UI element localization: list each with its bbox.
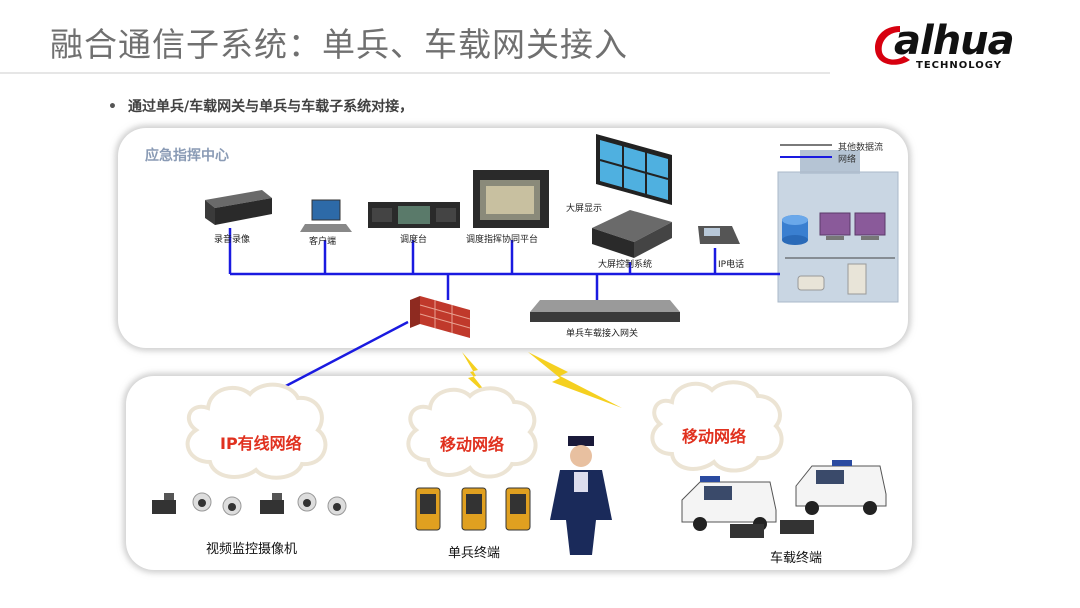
screen-controller-icon — [592, 210, 672, 258]
bullet-text: 通过单兵/车载网关与单兵与车载子系统对接， — [128, 99, 414, 115]
bullet-dot-icon: • — [108, 99, 117, 115]
recorder-label: 录音录像 — [214, 235, 251, 245]
camera-row-icon — [152, 492, 347, 516]
dispatch-platform-icon — [473, 170, 549, 228]
logo-swoosh-icon — [875, 26, 910, 65]
dahua-logo: alhua TECHNOLOGY — [870, 18, 1050, 78]
lightning-icon — [462, 352, 622, 408]
police-officer-icon — [550, 436, 612, 555]
handheld-terminal-icon — [415, 487, 531, 531]
gateway-icon — [530, 300, 680, 322]
network-bus — [228, 228, 780, 390]
client-pc-icon — [300, 199, 352, 232]
command-center-panel — [118, 128, 908, 348]
firewall-icon — [410, 296, 471, 338]
ip-wired-cloud-icon — [185, 382, 328, 480]
logo-tagline: TECHNOLOGY — [916, 60, 1002, 71]
legend-network-label: 网络 — [838, 155, 857, 165]
recorder-icon — [205, 190, 272, 225]
vehicle-terminal-label: 车载终端 — [770, 551, 823, 566]
bullet-point: • 通过单兵/车载网关与单兵与车载子系统对接， — [108, 96, 413, 116]
vehicle-terminal-icon — [730, 520, 814, 538]
dispatch-platform-label: 调度指挥协同平台 — [466, 235, 539, 245]
client-label: 客户端 — [309, 237, 337, 247]
building-phone-icon — [797, 263, 867, 295]
soldier-terminal-label: 单兵终端 — [448, 546, 501, 561]
mobile-network-label-1: 移动网络 — [440, 435, 505, 454]
ip-phone-icon — [698, 226, 740, 244]
logo-wordmark: alhua — [894, 18, 1015, 64]
mobile-network-label-2: 移动网络 — [682, 427, 747, 446]
page-title: 融合通信子系统：单兵、车载网关接入 — [50, 25, 628, 64]
ip-phone-label: IP电话 — [718, 260, 745, 270]
dispatch-console-label: 调度台 — [400, 235, 428, 245]
gateway-label: 单兵车载接入网关 — [566, 329, 639, 339]
screen-control-label: 大屏控制系统 — [598, 260, 653, 270]
workstation-icon — [819, 212, 886, 240]
big-screen-label: 大屏显示 — [566, 204, 603, 214]
legend-other-label: 其他数据流 — [838, 143, 884, 153]
big-screen-icon — [596, 134, 672, 205]
cameras-label: 视频监控摄像机 — [206, 542, 298, 557]
database-icon — [782, 215, 808, 245]
ip-wired-network-label: IP有线网络 — [220, 434, 302, 453]
mobile-cloud-1-icon — [406, 386, 538, 479]
title-divider — [0, 72, 830, 74]
mobile-cloud-2-icon — [650, 380, 784, 473]
dispatch-console-icon — [368, 202, 460, 228]
command-center-label: 应急指挥中心 — [145, 148, 229, 164]
